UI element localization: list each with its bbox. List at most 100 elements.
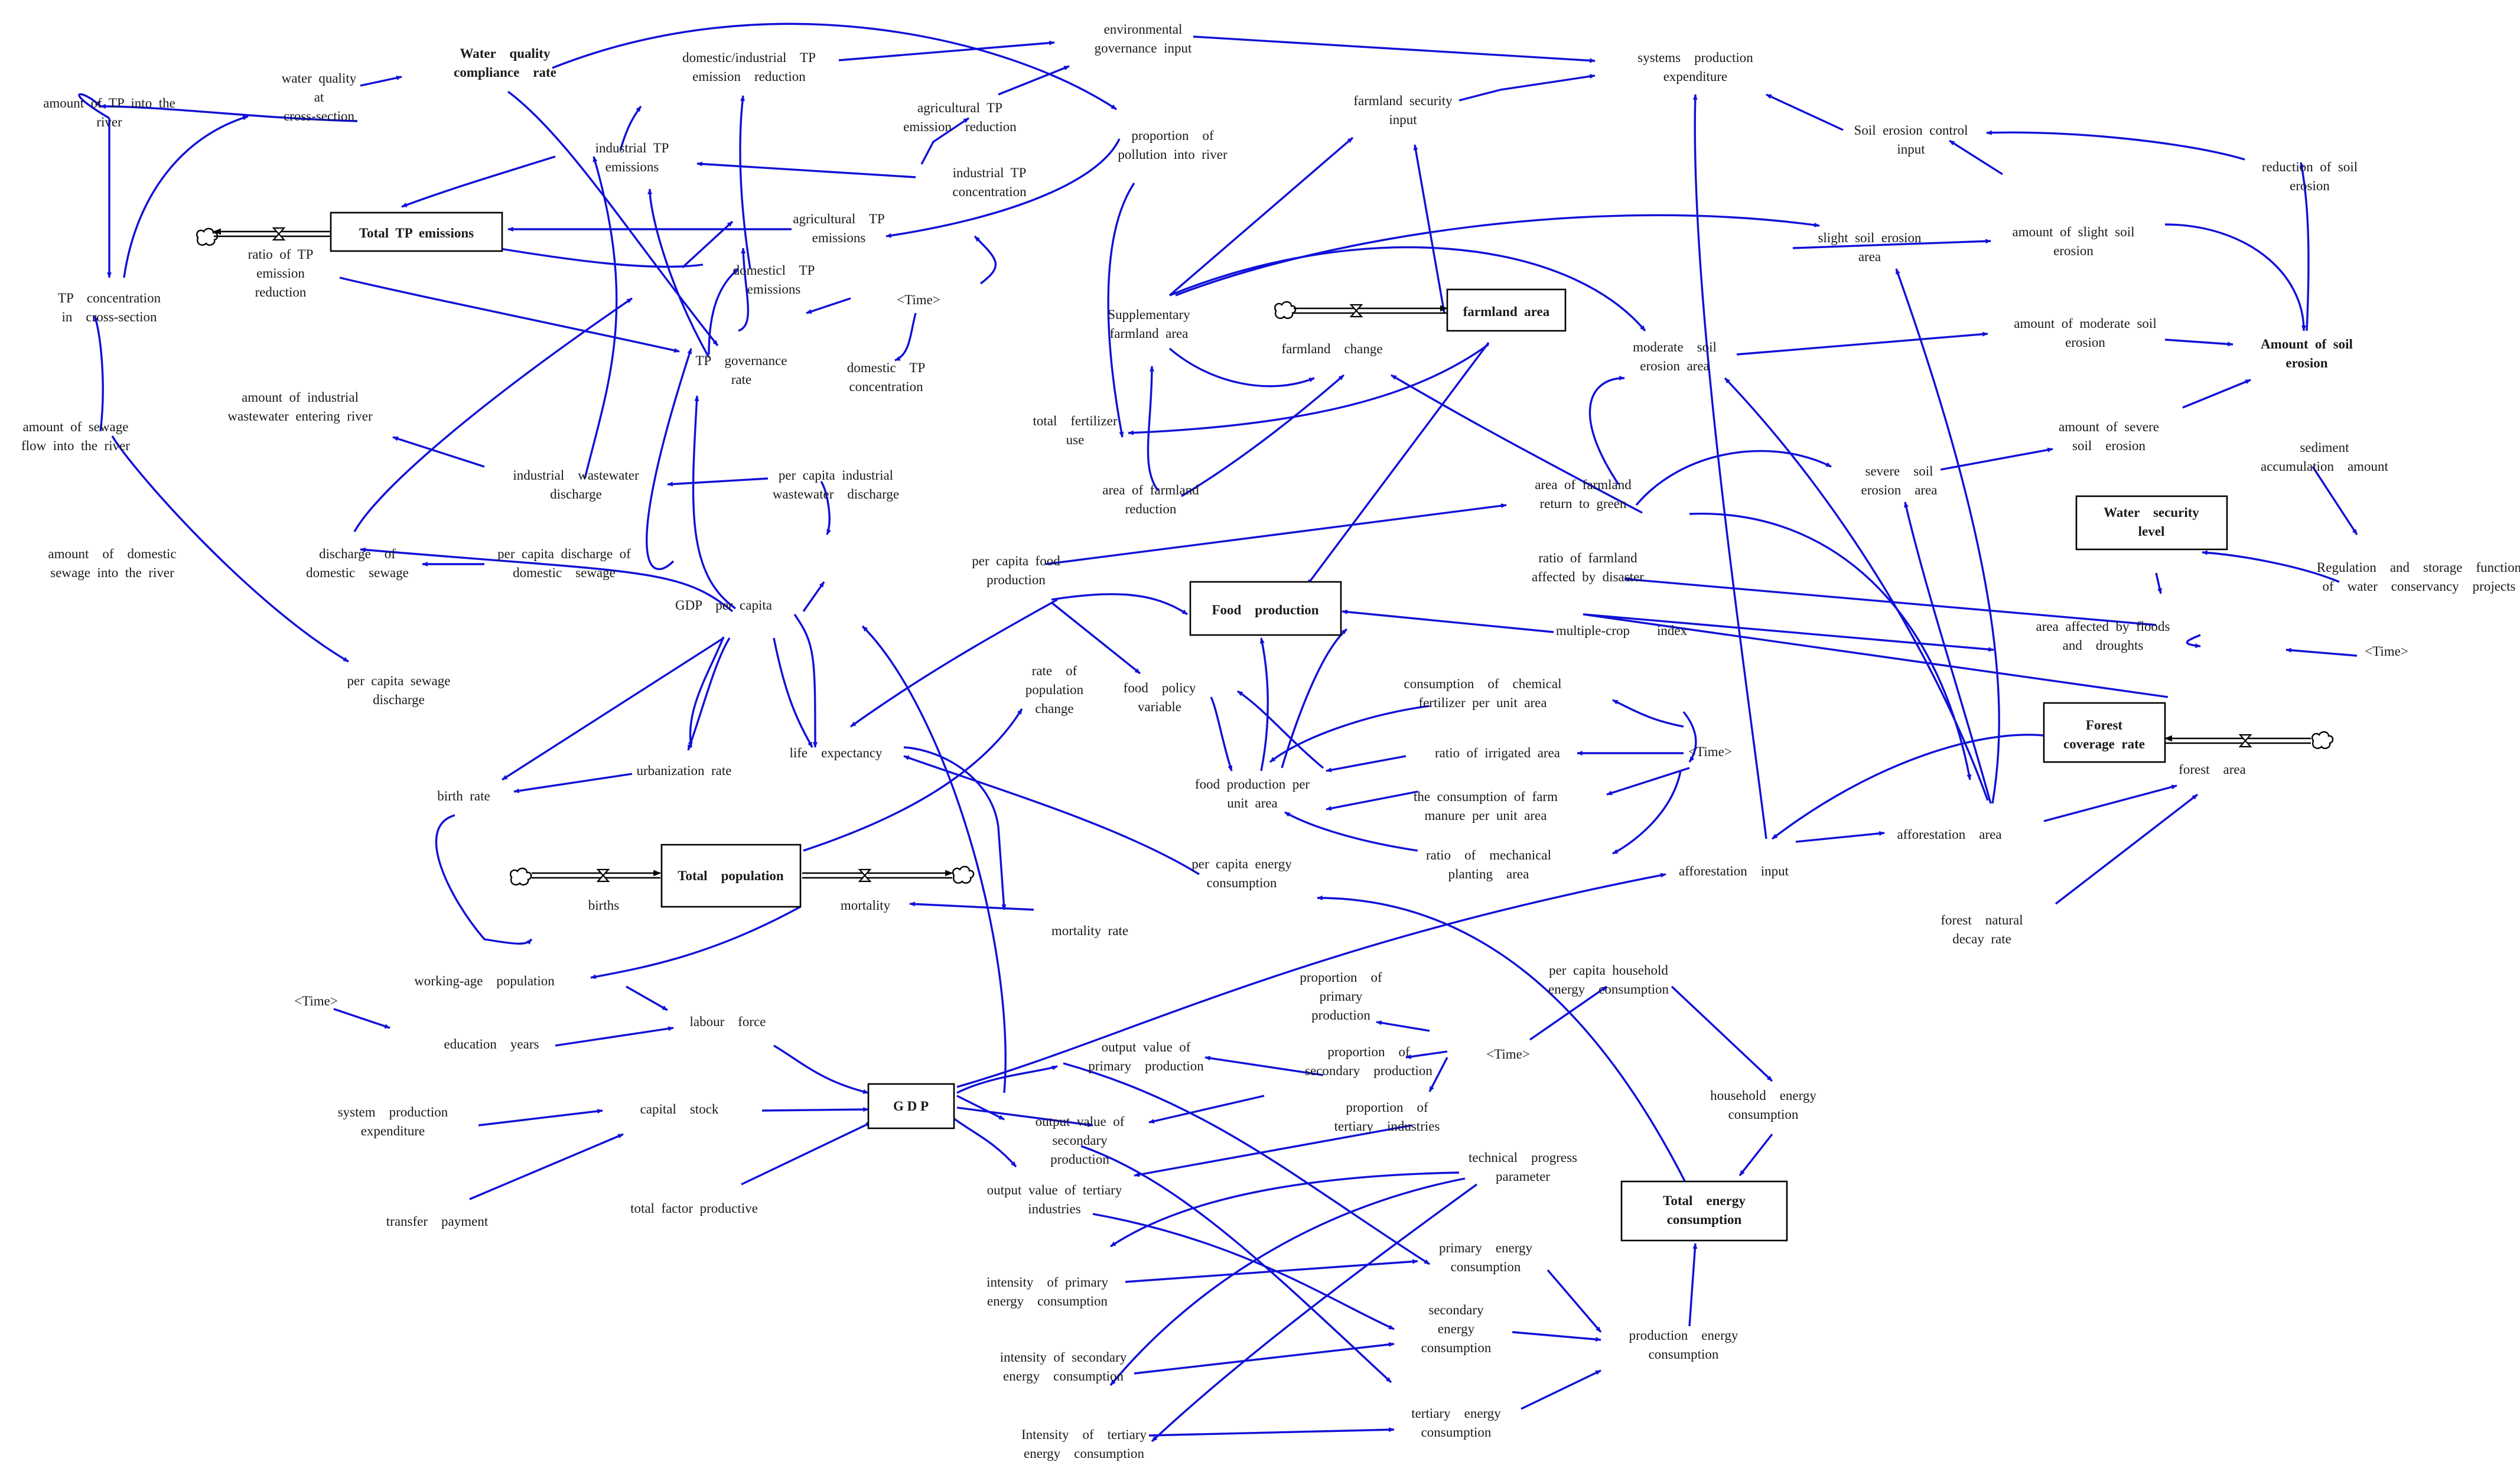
label-line: amount of sewage <box>23 419 129 434</box>
variable-domestic-tp-concentration: domestic TP concentration <box>847 360 925 394</box>
label-line: reduction <box>255 285 307 299</box>
label-line: domestic TP <box>847 360 925 375</box>
label-line: expenditure <box>361 1124 425 1138</box>
label-line: Amount of soil <box>2261 337 2353 351</box>
label-line: reduction <box>1125 502 1177 516</box>
label-line: variable <box>1138 699 1181 714</box>
label-line: emissions <box>812 230 866 245</box>
label-line: Total TP emissions <box>359 226 474 240</box>
label-line: affected by disaster <box>1532 569 1644 584</box>
stock-flow-pipes <box>196 227 2334 886</box>
stock-box-total-tp <box>330 211 503 252</box>
label-line: secondary <box>1052 1133 1108 1148</box>
label-line: food policy <box>1124 681 1196 695</box>
variable-afforestation-area: afforestation area <box>1897 827 2001 842</box>
stock-box-water-security <box>2075 495 2228 551</box>
label-line: agricultural TP <box>793 211 884 226</box>
label-line: expenditure <box>1663 69 1728 84</box>
stock-box-gdp <box>867 1083 955 1129</box>
label-line: ratio of TP <box>248 247 314 262</box>
label-line: concentration <box>849 379 923 394</box>
label-line: consumption <box>1649 1347 1719 1362</box>
stock-box-forest-coverage <box>2043 702 2166 763</box>
variable-forest-area: forest area <box>2179 762 2246 777</box>
label-line: amount of TP into the <box>43 96 175 110</box>
label-line: production <box>986 572 1046 587</box>
label-line: moderate soil <box>1633 340 1717 354</box>
label-line: input <box>1897 142 1925 157</box>
label-line: farmland area <box>1463 304 1550 319</box>
stock-total-tp: Total TP emissions <box>359 226 474 240</box>
label-line: intensity of secondary <box>1000 1350 1127 1365</box>
label-line: industrial TP <box>595 141 669 155</box>
stocks <box>330 211 2228 1242</box>
label-line: emission reduction <box>903 119 1017 134</box>
stock-box-total-population <box>660 844 802 908</box>
label-line: primary <box>1320 989 1363 1004</box>
label-line: Food production <box>1212 603 1318 617</box>
label-line: ratio of mechanical <box>1426 848 1551 862</box>
label-line: energy <box>1438 1321 1475 1336</box>
cloud-source <box>2311 731 2334 750</box>
label-line: intensity of primary <box>986 1275 1108 1290</box>
cloud-sink <box>952 865 975 884</box>
label-line: emission reduction <box>692 69 806 84</box>
label-line: erosion <box>2290 178 2330 193</box>
variable-total-factor-productive: total factor productive <box>630 1201 758 1216</box>
variable-mortality-rate: mortality rate <box>1051 923 1128 938</box>
label-line: cross-section <box>284 109 355 123</box>
label-line: area <box>1858 249 1881 264</box>
label-line: erosion <box>2065 335 2105 350</box>
label-line: fertilizer per unit area <box>1418 695 1546 710</box>
label-line: erosion <box>2053 243 2094 258</box>
stock-box-total-energy <box>1620 1180 1788 1242</box>
label-line: accumulation amount <box>2261 459 2388 474</box>
label-line: consumption <box>1728 1107 1799 1122</box>
label-line: TP governance <box>696 353 787 368</box>
variable-time-3: <Time> <box>1688 744 1732 759</box>
label-line: primary energy <box>1439 1241 1532 1255</box>
label-line: flow into the river <box>21 438 130 453</box>
label-line: Forest <box>2086 718 2123 733</box>
label-line: at <box>314 90 324 105</box>
label-line: mortality <box>841 898 891 913</box>
label-line: consumption <box>1421 1425 1492 1440</box>
label-line: emissions <box>747 282 801 297</box>
label-line: erosion area <box>1640 359 1710 373</box>
label-line: <Time> <box>294 994 338 1008</box>
label-line: Supplementary <box>1108 307 1190 322</box>
label-line: TP concentration <box>58 291 161 305</box>
label-line: unit area <box>1227 796 1278 810</box>
variable-farmland-change: farmland change <box>1281 341 1382 356</box>
label-line: systems production <box>1637 50 1753 65</box>
label-line: soil erosion <box>2072 438 2145 453</box>
variable-birth-rate: birth rate <box>437 789 490 803</box>
label-line: ratio of farmland <box>1538 551 1637 565</box>
label-line: parameter <box>1496 1169 1550 1184</box>
